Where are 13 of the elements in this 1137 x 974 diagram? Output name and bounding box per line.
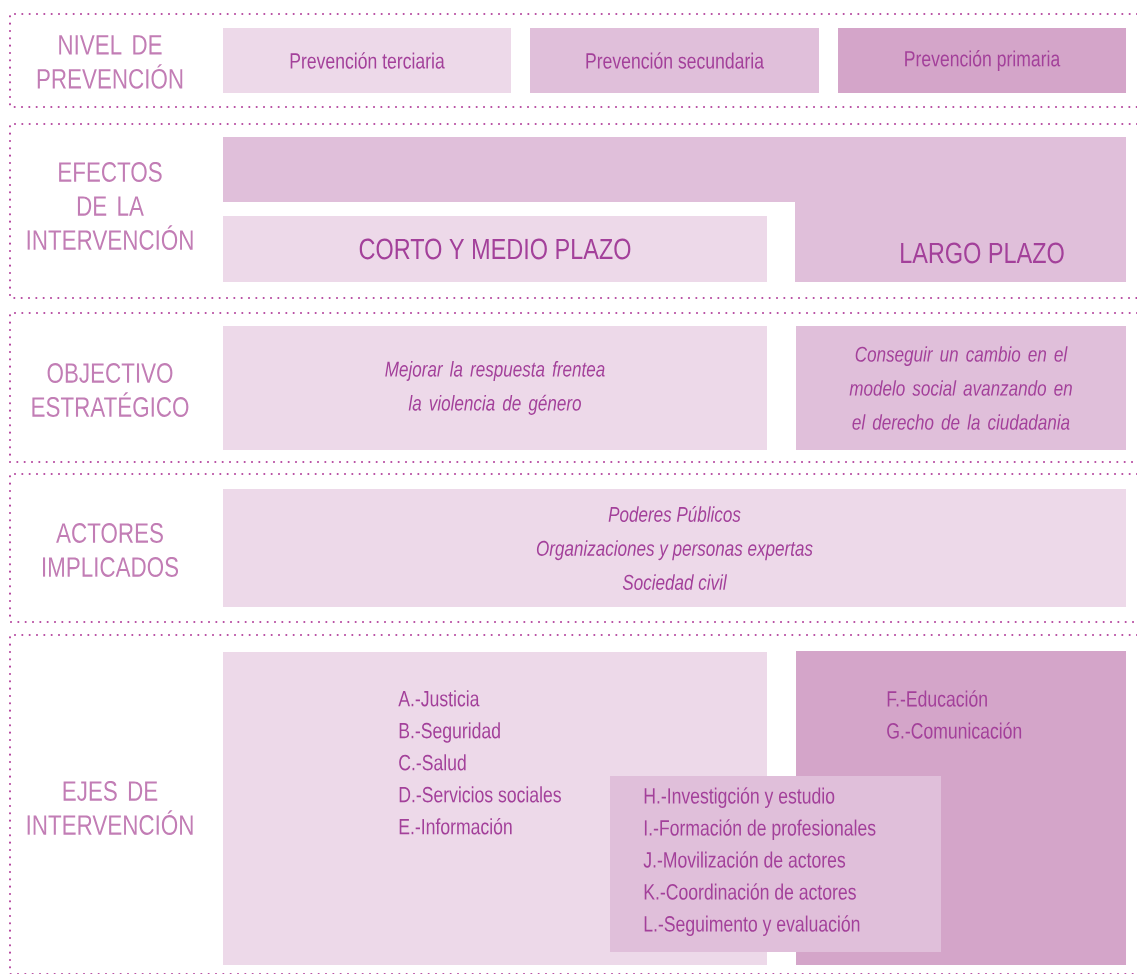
row-heading: ACTORES IMPLICADOS (43, 523, 179, 577)
level-box: Prevención primaria (838, 28, 1126, 93)
row-heading: EFECTOS DE LA INTERVENCIÓN (27, 162, 193, 250)
text-box: Poderes Públicos Organizaciones y personas expertas Sociedad civil (223, 489, 1126, 607)
row-heading: EJES DE INTERVENCIÓN (27, 781, 193, 835)
level-box: Prevención terciaria (223, 28, 511, 93)
row-heading: NIVEL DE PREVENCIÓN (37, 35, 183, 89)
level-box: Prevención secundaria (530, 28, 819, 93)
list-box: H.-Investigción y estudio I.-Formación de profesionales J.-Movilización de actores K.-Coordinación de actores L.-Seguimento y evaluación (610, 776, 941, 952)
text-box: Mejorar la respuesta frentea la violencia de género (223, 326, 767, 450)
term-box: CORTO Y MEDIO PLAZO (223, 216, 767, 282)
row-heading: OBJECTIVO ESTRATÉGICO (32, 363, 189, 417)
text-box: Conseguir un cambio en el modelo social avanzando en el derecho de la ciudadania (796, 326, 1126, 450)
